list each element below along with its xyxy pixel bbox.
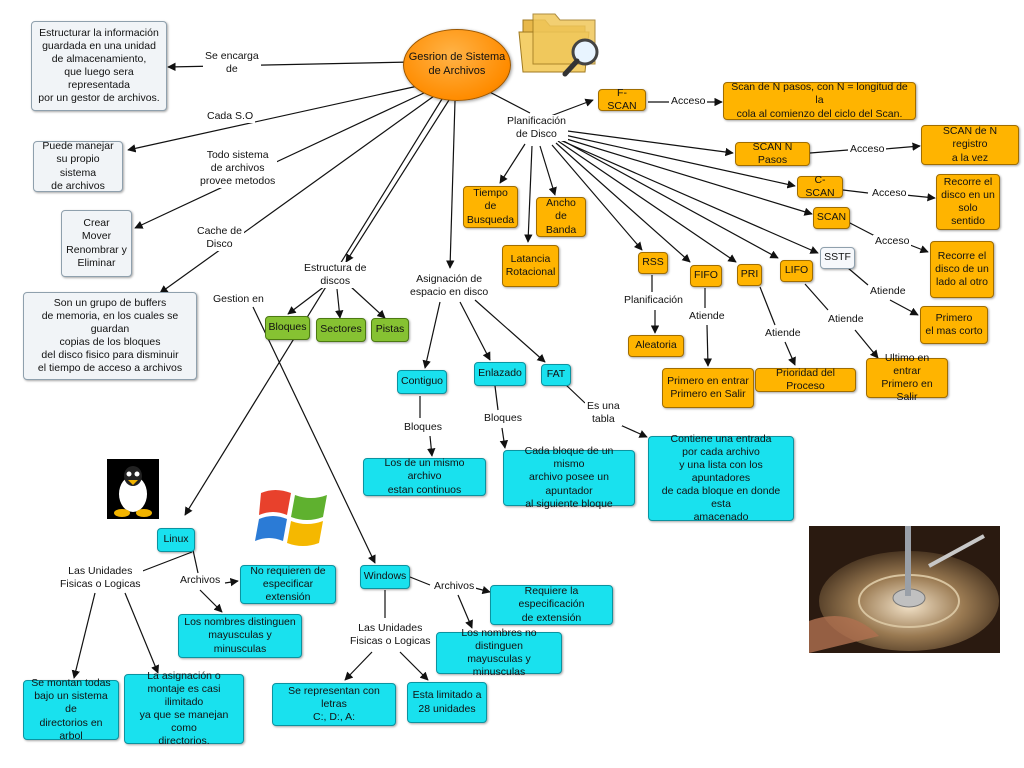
node-linux-asig: La asignación o montaje es casi ilimitad… bbox=[124, 670, 244, 747]
node-pri: PRI bbox=[737, 264, 762, 286]
node-enlazado: Enlazado bbox=[474, 362, 526, 386]
node-estructurar: Estructurar la información guardada en u… bbox=[31, 21, 167, 111]
linux-penguin-icon bbox=[107, 459, 159, 519]
label-atiende-fifo: Atiende bbox=[687, 310, 727, 324]
node-fscan-desc: Scan de N pasos, con N = longitud de la … bbox=[723, 81, 916, 120]
label-atiende-pri: Atiende bbox=[763, 327, 803, 341]
label-cada-so: Cada S.O bbox=[205, 110, 256, 124]
label-es-una-tabla: Es una tabla bbox=[585, 400, 622, 427]
label-atiende-lifo: Atiende bbox=[826, 313, 866, 327]
node-scan: SCAN bbox=[813, 207, 850, 229]
node-enlazado-desc: Cada bloque de un mismo archivo posee un… bbox=[503, 445, 635, 510]
label-acceso-scan: Acceso bbox=[873, 235, 912, 249]
label-planificacion: Planificación de Disco bbox=[505, 115, 568, 142]
node-sectores: Sectores bbox=[316, 318, 366, 342]
label-unidades-windows: Las Unidades Fisicas o Logicas bbox=[348, 622, 433, 649]
node-win-letras: Se representan con letras C:, D:, A: bbox=[272, 683, 396, 726]
label-bloques-enlazado: Bloques bbox=[482, 412, 524, 426]
node-win-ext: Requiere la especificación de extensión bbox=[490, 585, 613, 625]
node-fscan: F-SCAN bbox=[598, 87, 646, 112]
node-sstf-desc: Primero el mas corto bbox=[920, 306, 988, 344]
node-fat-desc: Contiene una entrada por cada archivo y … bbox=[648, 433, 794, 523]
node-cscan-desc: Recorre el disco en un solo sentido bbox=[936, 174, 1000, 230]
central-topic: Gesrion de Sistema de Archivos bbox=[403, 29, 511, 101]
node-contiguo: Contiguo bbox=[397, 370, 447, 394]
node-linux-may: Los nombres distinguen mayusculas y minu… bbox=[178, 614, 302, 658]
node-win-may: Los nombres no distinguen mayusculas y m… bbox=[436, 627, 562, 678]
node-latencia: Latancia Rotacional bbox=[502, 245, 559, 287]
label-cache: Cache de Disco bbox=[195, 225, 244, 252]
node-lifo-desc: Ultimo en entrar Primero en Salir bbox=[866, 352, 948, 403]
node-contiguo-desc: Los de un mismo archivo estan continuos bbox=[363, 457, 486, 496]
node-linux: Linux bbox=[157, 528, 195, 552]
label-acceso-fscan: Acceso bbox=[669, 95, 708, 109]
label-gestion: Gestion en bbox=[211, 293, 266, 307]
node-lifo: LIFO bbox=[780, 260, 813, 282]
node-fat: FAT bbox=[541, 364, 571, 386]
label-todo-sistema: Todo sistema de archivos provee metodos bbox=[198, 149, 278, 189]
node-scann: SCAN N Pasos bbox=[735, 141, 810, 166]
label-acceso-cscan: Acceso bbox=[870, 187, 909, 201]
hard-drive-photo bbox=[809, 526, 1000, 653]
node-pistas: Pistas bbox=[371, 318, 409, 342]
node-fifo-desc: Primero en entrar Primero en Salir bbox=[662, 368, 754, 408]
node-sstf: SSTF bbox=[820, 247, 855, 269]
node-win-limit: Esta limitado a 28 unidades bbox=[407, 682, 487, 723]
label-atiende-sstf: Atiende bbox=[868, 285, 908, 299]
node-metodos: Crear Mover Renombrar y Eliminar bbox=[61, 210, 132, 277]
node-bloques: Bloques bbox=[265, 316, 310, 340]
label-bloques-contiguo: Bloques bbox=[402, 421, 444, 435]
label-estructura: Estructura de discos bbox=[302, 262, 369, 289]
node-aleatoria: Aleatoria bbox=[628, 335, 684, 357]
node-cscan: C-SCAN bbox=[797, 174, 843, 199]
node-linux-ext: No requieren de especificar extensión bbox=[240, 565, 336, 604]
node-linux-montan: Se montan todas bajo un sistema de direc… bbox=[23, 677, 119, 742]
label-unidades-linux: Las Unidades Fisicas o Logicas bbox=[58, 565, 143, 592]
label-archivos-linux: Archivos bbox=[178, 574, 223, 588]
folder-search-icon bbox=[518, 13, 599, 77]
node-scan-desc: Recorre el disco de un lado al otro bbox=[930, 241, 994, 298]
node-tiempo: Tiempo de Busqueda bbox=[463, 186, 518, 228]
node-buffers: Son un grupo de buffers de memoria, en l… bbox=[23, 292, 197, 380]
node-fifo: FIFO bbox=[690, 265, 722, 287]
windows-logo-icon bbox=[255, 490, 327, 546]
label-acceso-scann: Acceso bbox=[848, 143, 887, 157]
node-scann-desc: SCAN de N registro a la vez bbox=[921, 125, 1019, 165]
node-windows: Windows bbox=[360, 565, 410, 589]
label-planif-rss: Planificación bbox=[622, 294, 685, 308]
label-se-encarga: Se encarga de bbox=[203, 50, 261, 77]
node-rss: RSS bbox=[638, 252, 668, 274]
node-ancho: Ancho de Banda bbox=[536, 197, 586, 237]
node-manejar: Puede manejar su propio sistema de archi… bbox=[33, 140, 123, 192]
label-archivos-windows: Archivos bbox=[432, 580, 477, 594]
label-asignacion: Asignación de espacio en disco bbox=[408, 273, 491, 300]
node-pri-desc: Prioridad del Proceso bbox=[755, 367, 856, 392]
